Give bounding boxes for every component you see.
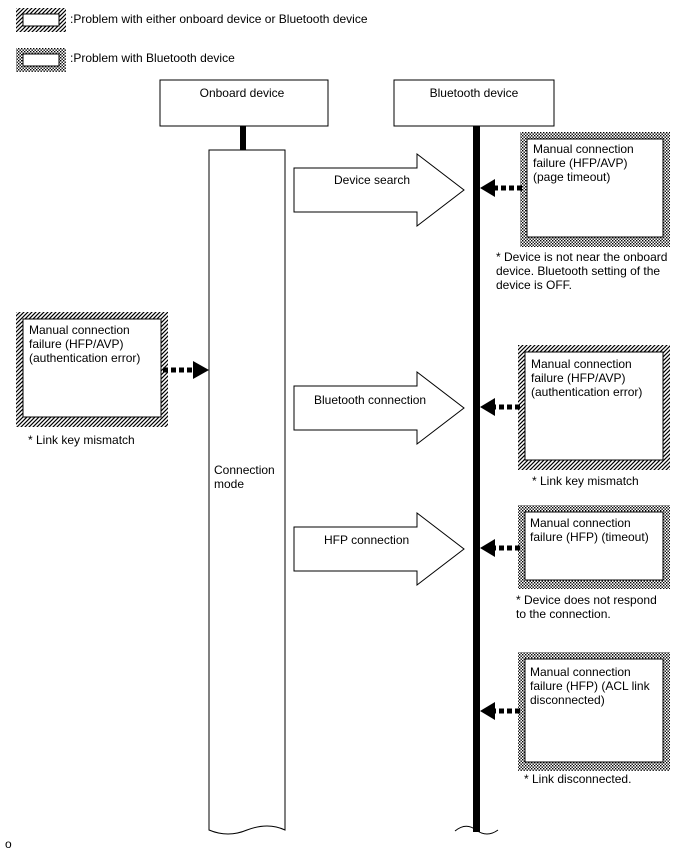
failure-box-acl-disconnected: Manual connection failure (HFP) (ACL lin… [518, 652, 670, 771]
legend-bluetooth-label: :Problem with Bluetooth device [70, 51, 235, 65]
failure-auth-bt-line3: (authentication error) [531, 385, 642, 399]
bluetooth-connection-label: Bluetooth connection [314, 393, 426, 407]
legend-dotted-swatch [16, 48, 66, 72]
connection-mode-column [208, 149, 286, 835]
note-page-timeout-line3: device is OFF. [496, 278, 572, 292]
failure-auth-bt-line2: failure (HFP/AVP) [531, 371, 625, 385]
legend-hatched-swatch [16, 8, 66, 32]
failure-box-auth-error-bt: Manual connection failure (HFP/AVP) (aut… [518, 345, 670, 470]
failure-page-timeout-line2: failure (HFP/AVP) [533, 156, 627, 170]
failure-box-auth-error-onboard: Manual connection failure (HFP/AVP) (aut… [16, 312, 168, 427]
device-search-label: Device search [334, 173, 410, 187]
hfp-connection-label: HFP connection [324, 533, 409, 547]
bluetooth-lifeline-break [454, 825, 499, 835]
arrow-page-timeout [480, 179, 522, 197]
connection-mode-label-line2: mode [214, 477, 244, 491]
failure-acl-line1: Manual connection [530, 665, 631, 679]
failure-box-hfp-timeout: Manual connection failure (HFP) (timeout… [518, 505, 670, 589]
bluetooth-device-box [393, 79, 555, 127]
note-hfp-timeout-line2: to the connection. [516, 607, 611, 621]
legend: :Problem with either onboard device or B… [16, 8, 368, 72]
arrow-auth-error-bt [480, 398, 520, 416]
legend-either-label: :Problem with either onboard device or B… [70, 12, 368, 26]
arrow-auth-error-onboard [163, 361, 209, 379]
note-acl-disconnected: * Link disconnected. [524, 772, 631, 786]
note-page-timeout-line2: device. Bluetooth setting of the [496, 264, 660, 278]
bluetooth-connection-arrow [293, 370, 465, 446]
failure-auth-onboard-line2: failure (HFP/AVP) [29, 337, 123, 351]
failure-page-timeout-line3: (page timeout) [533, 170, 610, 184]
failure-auth-onboard-line3: (authentication error) [29, 351, 140, 365]
failure-box-page-timeout: Manual connection failure (HFP/AVP) (pag… [520, 132, 670, 247]
footer-code: o [5, 837, 12, 851]
note-hfp-timeout-line1: * Device does not respond [516, 593, 657, 607]
arrow-acl-disconnected [480, 702, 520, 720]
bluetooth-device-title: Bluetooth device [430, 86, 519, 100]
failure-auth-bt-line1: Manual connection [531, 357, 632, 371]
bluetooth-lifeline [473, 126, 480, 832]
failure-hfp-timeout-line1: Manual connection [530, 516, 631, 530]
note-auth-error-onboard: * Link key mismatch [28, 433, 135, 447]
failure-hfp-timeout-line2: failure (HFP) (timeout) [530, 530, 649, 544]
failure-page-timeout-line1: Manual connection [533, 142, 634, 156]
arrow-hfp-timeout [480, 539, 520, 557]
failure-auth-onboard-line1: Manual connection [29, 323, 130, 337]
failure-acl-line3: disconnected) [530, 693, 605, 707]
failure-acl-line2: failure (HFP) (ACL link [530, 679, 651, 693]
onboard-lifeline-stub [240, 126, 246, 150]
onboard-device-title: Onboard device [200, 86, 285, 100]
hfp-connection-arrow [293, 511, 465, 587]
connection-mode-label-line1: Connection [214, 463, 275, 477]
note-page-timeout-line1: * Device is not near the onboard [496, 250, 667, 264]
note-auth-error-bt: * Link key mismatch [532, 474, 639, 488]
device-search-arrow [293, 152, 465, 228]
